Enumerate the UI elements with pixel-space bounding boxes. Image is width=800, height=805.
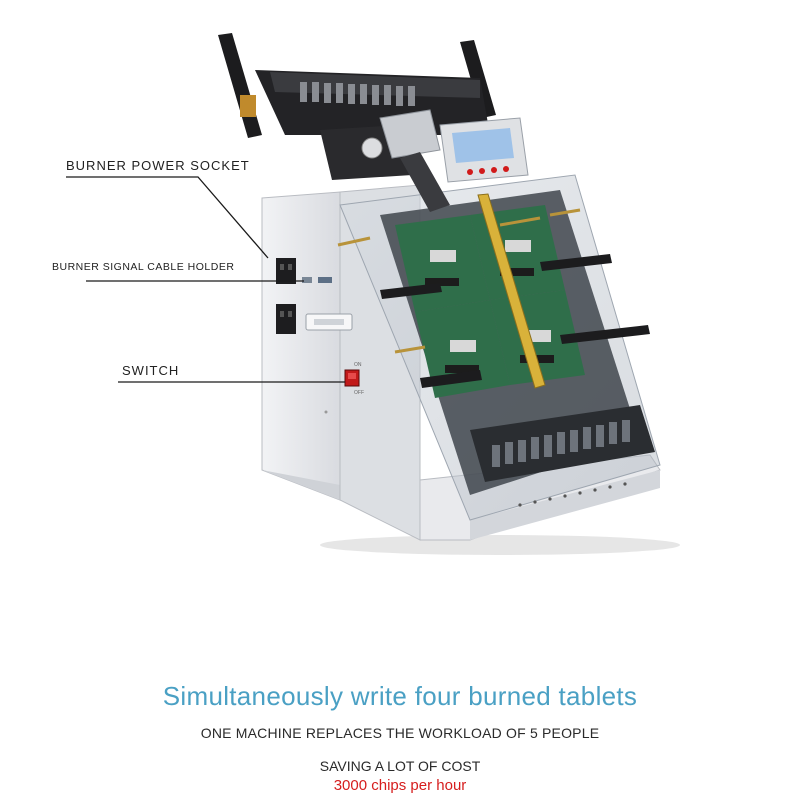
caption-subtitle: ONE MACHINE REPLACES THE WORKLOAD OF 5 P…	[200, 725, 600, 741]
indicator-leds	[518, 482, 627, 507]
cabinet-base-strip	[470, 470, 660, 540]
caption-rate: 3000 chips per hour	[333, 777, 467, 794]
signal-cable-port-1	[302, 277, 312, 283]
burner-power-socket-1	[276, 258, 296, 284]
label-burner-signal-cable-holder: BURNER SIGNAL CABLE HOLDER	[52, 261, 235, 273]
yellow-guide-rail	[477, 193, 546, 389]
top-feeder-arm	[218, 33, 496, 212]
lcd-screen	[452, 128, 514, 163]
label-switch: SWITCH	[122, 363, 180, 378]
annotation-lines	[66, 176, 345, 383]
caption-saving: SAVING A LOT OF COST	[319, 758, 481, 774]
programmer-boards	[395, 205, 585, 398]
floor-shadow	[320, 535, 680, 555]
brass-pins	[337, 208, 581, 354]
caption-title: Simultaneously write four burned tablets	[162, 681, 638, 711]
signal-cable-port-2	[318, 277, 332, 283]
lcd-control-panel	[439, 117, 529, 183]
label-burner-power-socket: BURNER POWER SOCKET	[66, 158, 250, 173]
burner-power-socket-2	[276, 304, 296, 334]
clamp-bars	[380, 254, 650, 388]
cabinet-side-panel	[261, 191, 341, 501]
